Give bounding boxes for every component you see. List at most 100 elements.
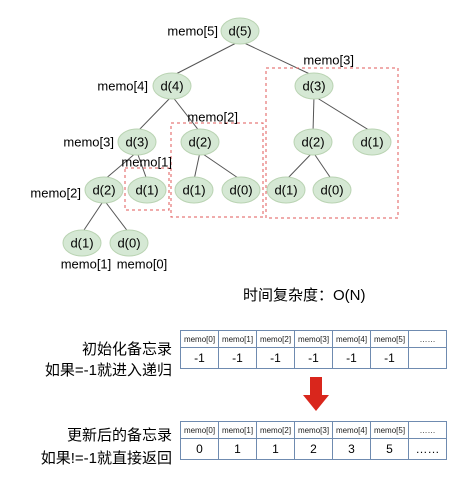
memo-value-cell [408,347,447,369]
node-label: d(1) [274,183,297,198]
node-label: d(2) [301,135,324,150]
tree-node-d2b: d(2) [180,128,220,156]
node-ellipse [174,176,214,204]
memo-value-cell: -1 [294,347,333,369]
node-memo-label: memo[2] [30,186,81,201]
tree-node-d1b: d(1) [174,176,214,204]
dashed-box-memo3 [265,67,399,219]
memo-header-cell: memo[0] [180,421,219,439]
box-label-memo1: memo[1] [121,155,172,170]
tree-node-d2c: d(2) [293,128,333,156]
node-label: d(5) [228,24,251,39]
memo-value-cell: 1 [218,438,257,460]
tree-edge [136,151,148,181]
table1-label-line2: 如果=-1就进入递归 [44,362,172,379]
tree-edge [313,95,373,133]
tree-edge [103,199,130,234]
memo-header-cell: memo[5] [370,330,409,348]
dashed-box-memo1 [124,167,170,211]
memo-header-cell: memo[3] [294,330,333,348]
dashed-box-memo2 [170,122,264,218]
tree-node-d1e: d(1) [266,176,306,204]
box-label-memo2: memo[2] [187,110,238,125]
node-ellipse [62,229,102,257]
node-ellipse [109,229,149,257]
tree-node-d1c: d(1) [127,176,167,204]
memo-value-cell: 1 [256,438,295,460]
recursion-tree: memo[3] memo[2] memo[1] d(5) memo[5] d(4) m… [30,17,399,272]
node-label: d(4) [160,79,183,94]
node-ellipse [293,128,333,156]
memo-header-cell: memo[3] [294,421,333,439]
tree-node-d3b: d(3) [294,72,334,100]
node-label: d(0) [117,236,140,251]
tree-node-d2a: d(2) memo[2] [30,176,124,204]
node-memo-label: memo[4] [97,79,148,94]
memo-header-cell: …… [408,421,447,439]
tree-node-d4: d(4) memo[4] [97,72,192,100]
node-ellipse [221,176,261,204]
tree-edge [199,151,242,181]
tree-edge [193,151,201,181]
memo-value-cell: -1 [332,347,371,369]
tree-edge [171,40,241,77]
node-label: d(1) [360,135,383,150]
tree-edge [239,40,315,77]
node-label: d(1) [70,236,93,251]
node-memo-label: memo[0] [117,257,168,272]
tree-edge [136,95,173,133]
memo-header-cell: …… [408,330,447,348]
node-label: d(3) [125,135,148,150]
memo-header-cell: memo[2] [256,330,295,348]
node-ellipse [152,72,192,100]
node-ellipse [294,72,334,100]
memo-header-cell: memo[2] [256,421,295,439]
table2-label-line2: 如果!=-1就直接返回 [40,450,172,467]
tree-node-d5: d(5) memo[5] [167,17,260,45]
node-ellipse [180,128,220,156]
memo-value-cell: 0 [180,438,219,460]
memo-table-initial: memo[0]memo[1]memo[2]memo[3]memo[4]memo[… [180,330,447,369]
node-ellipse [220,17,260,45]
memo-header-cell: memo[4] [332,330,371,348]
node-label: d(0) [229,183,252,198]
node-ellipse [352,128,392,156]
tree-node-d0a: d(0) memo[0] [109,229,168,272]
memo-value-cell: 5 [370,438,409,460]
node-label: d(1) [182,183,205,198]
table1-label-line1: 初始化备忘录 [81,341,172,358]
tree-node-d1d: d(1) [352,128,392,156]
tree-edge [285,151,314,181]
tree-edge [312,151,333,181]
time-complexity-label: 时间复杂度：O(N) [243,287,366,304]
node-label: d(2) [92,183,115,198]
table2-label-line1: 更新后的备忘录 [66,427,172,444]
node-memo-label: memo[1] [61,257,112,272]
memo-value-cell: -1 [180,347,219,369]
tree-node-d0c: d(0) [312,176,352,204]
memo-header-cell: memo[1] [218,421,257,439]
node-memo-label: memo[3] [63,135,114,150]
down-arrow-icon [303,377,329,411]
node-ellipse [266,176,306,204]
node-label: d(0) [320,183,343,198]
node-label: d(3) [302,79,325,94]
tree-edge [171,95,201,133]
node-memo-label: memo[5] [167,24,218,39]
memo-value-cell: 3 [332,438,371,460]
memo-value-cell: -1 [370,347,409,369]
tree-edge [103,151,138,181]
memo-table-updated: memo[0]memo[1]memo[2]memo[3]memo[4]memo[… [180,421,447,460]
node-ellipse [84,176,124,204]
memo-header-cell: memo[5] [370,421,409,439]
memo-header-cell: memo[0] [180,330,219,348]
memo-header-cell: memo[4] [332,421,371,439]
node-label: d(2) [188,135,211,150]
node-ellipse [312,176,352,204]
node-ellipse [127,176,167,204]
memo-header-cell: memo[1] [218,330,257,348]
memo-value-cell: -1 [256,347,295,369]
memo-value-cell: 2 [294,438,333,460]
node-label: d(1) [135,183,158,198]
node-ellipse [117,128,157,156]
